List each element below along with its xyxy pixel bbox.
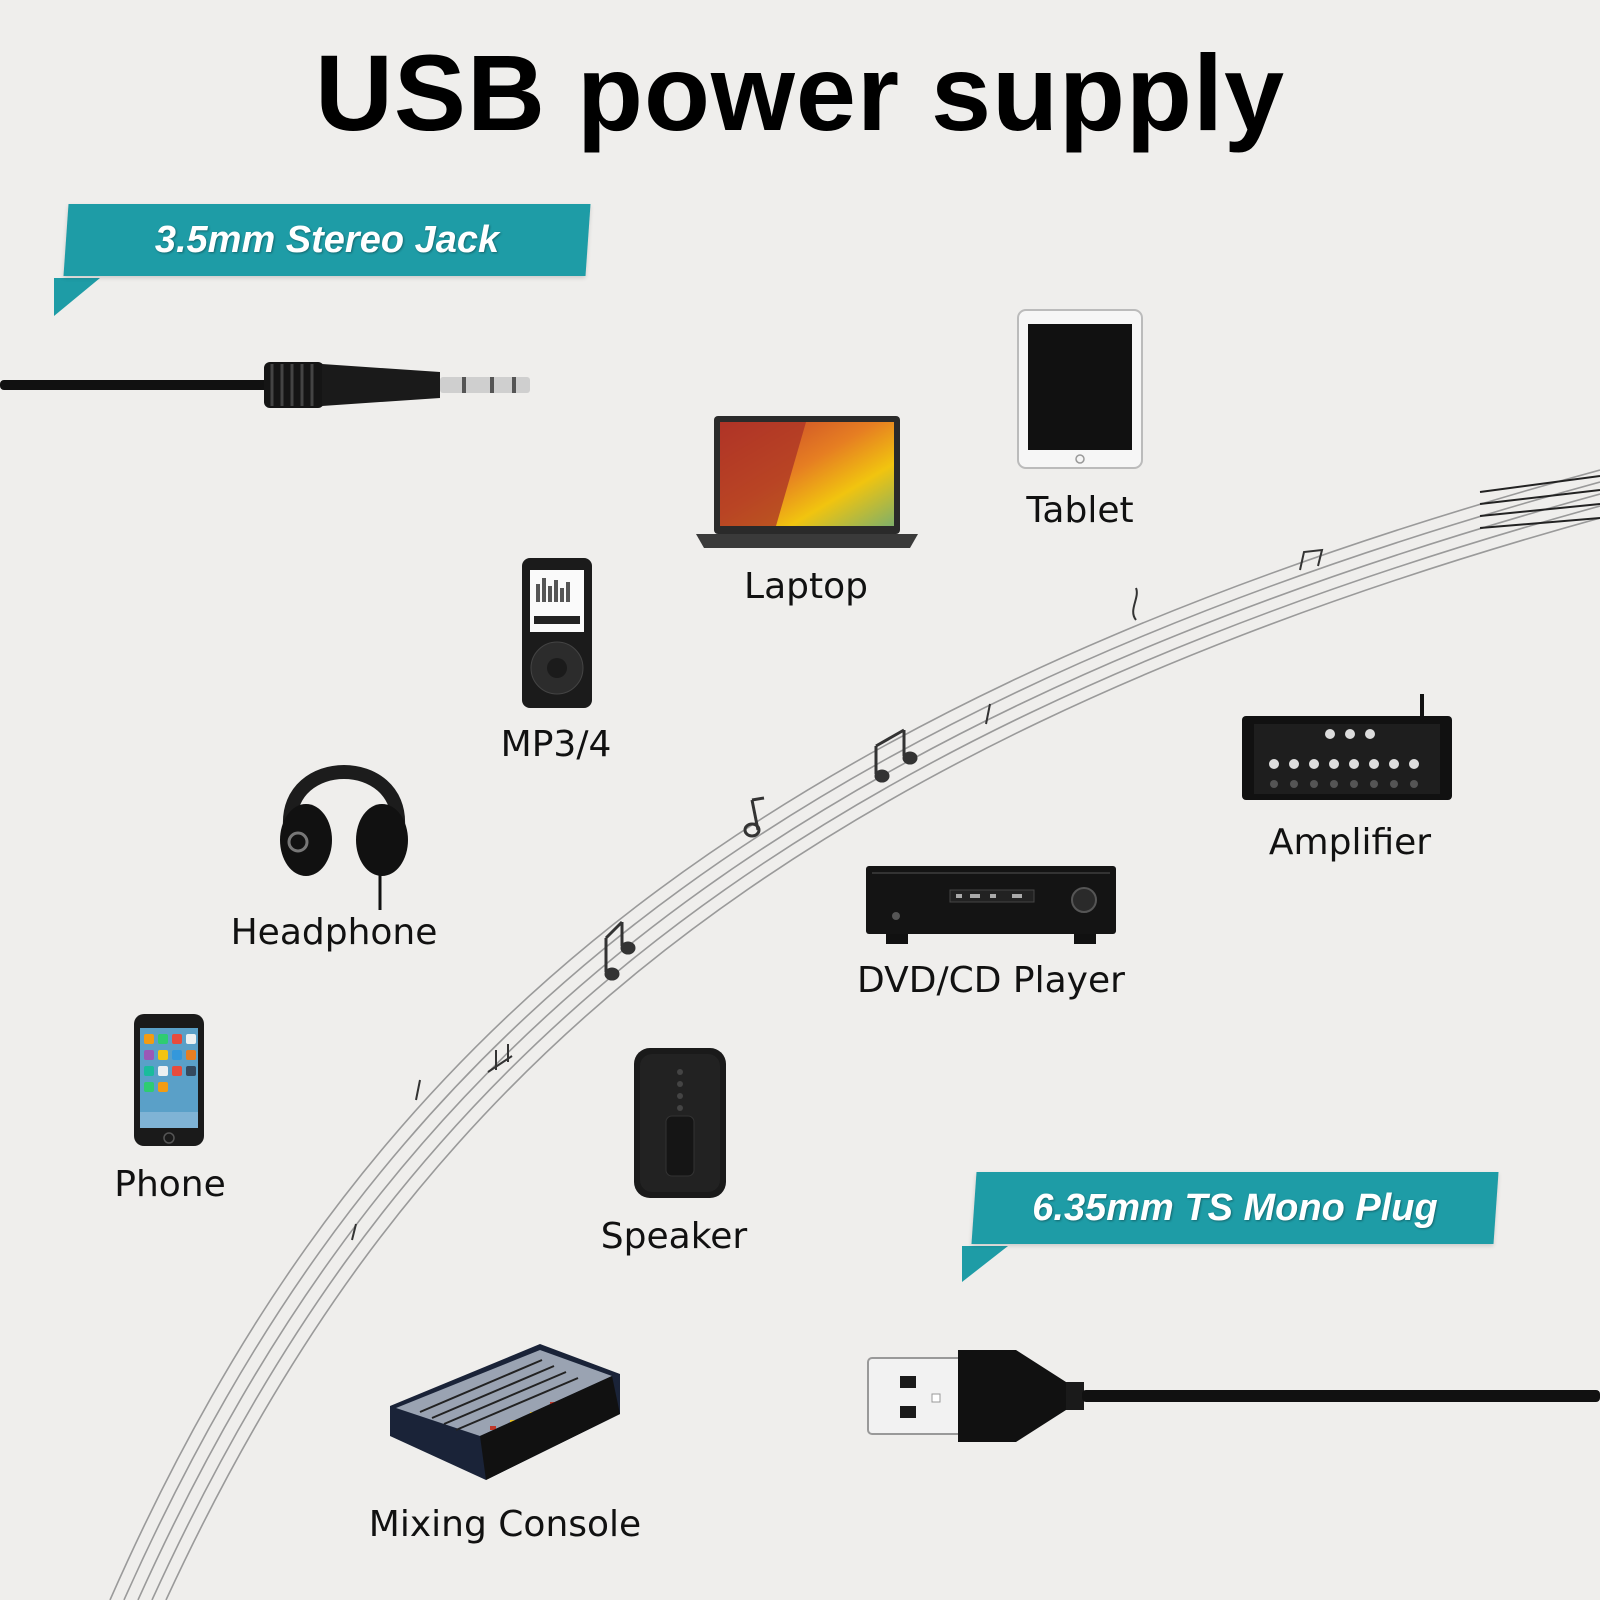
headphone-icon bbox=[280, 765, 408, 910]
mono-plug-label: 6.35mm TS Mono Plug bbox=[1032, 1186, 1438, 1229]
laptop-icon bbox=[696, 416, 918, 548]
stereo-jack-cable-icon bbox=[0, 362, 530, 408]
mixing-console-icon bbox=[390, 1344, 620, 1480]
stereo-jack-label: 3.5mm Stereo Jack bbox=[154, 218, 500, 261]
dvd-label: DVD/CD Player bbox=[857, 960, 1125, 1001]
usb-plug-icon bbox=[867, 1350, 1600, 1442]
amplifier-icon bbox=[1242, 694, 1452, 800]
amplifier-label: Amplifier bbox=[1268, 822, 1432, 863]
stereo-jack-banner: 3.5mm Stereo Jack bbox=[63, 204, 591, 276]
headphone-label: Headphone bbox=[230, 912, 438, 953]
dvd-player-icon bbox=[866, 866, 1116, 944]
mono-plug-banner: 6.35mm TS Mono Plug bbox=[971, 1172, 1499, 1244]
mp3-label: MP3/4 bbox=[500, 724, 612, 765]
speaker-label: Speaker bbox=[600, 1216, 748, 1257]
phone-icon bbox=[134, 1014, 204, 1146]
mp3-player-icon bbox=[522, 558, 592, 708]
speaker-icon bbox=[634, 1048, 726, 1198]
tablet-icon bbox=[1017, 309, 1143, 469]
music-note-icon bbox=[351, 548, 1324, 1241]
tablet-label: Tablet bbox=[1026, 490, 1134, 531]
laptop-label: Laptop bbox=[744, 566, 868, 607]
banner-tail bbox=[962, 1246, 1008, 1282]
banner-tail bbox=[54, 278, 100, 316]
phone-label: Phone bbox=[114, 1164, 226, 1205]
page-title: USB power supply bbox=[314, 32, 1286, 153]
mixing-console-label: Mixing Console bbox=[368, 1504, 642, 1545]
